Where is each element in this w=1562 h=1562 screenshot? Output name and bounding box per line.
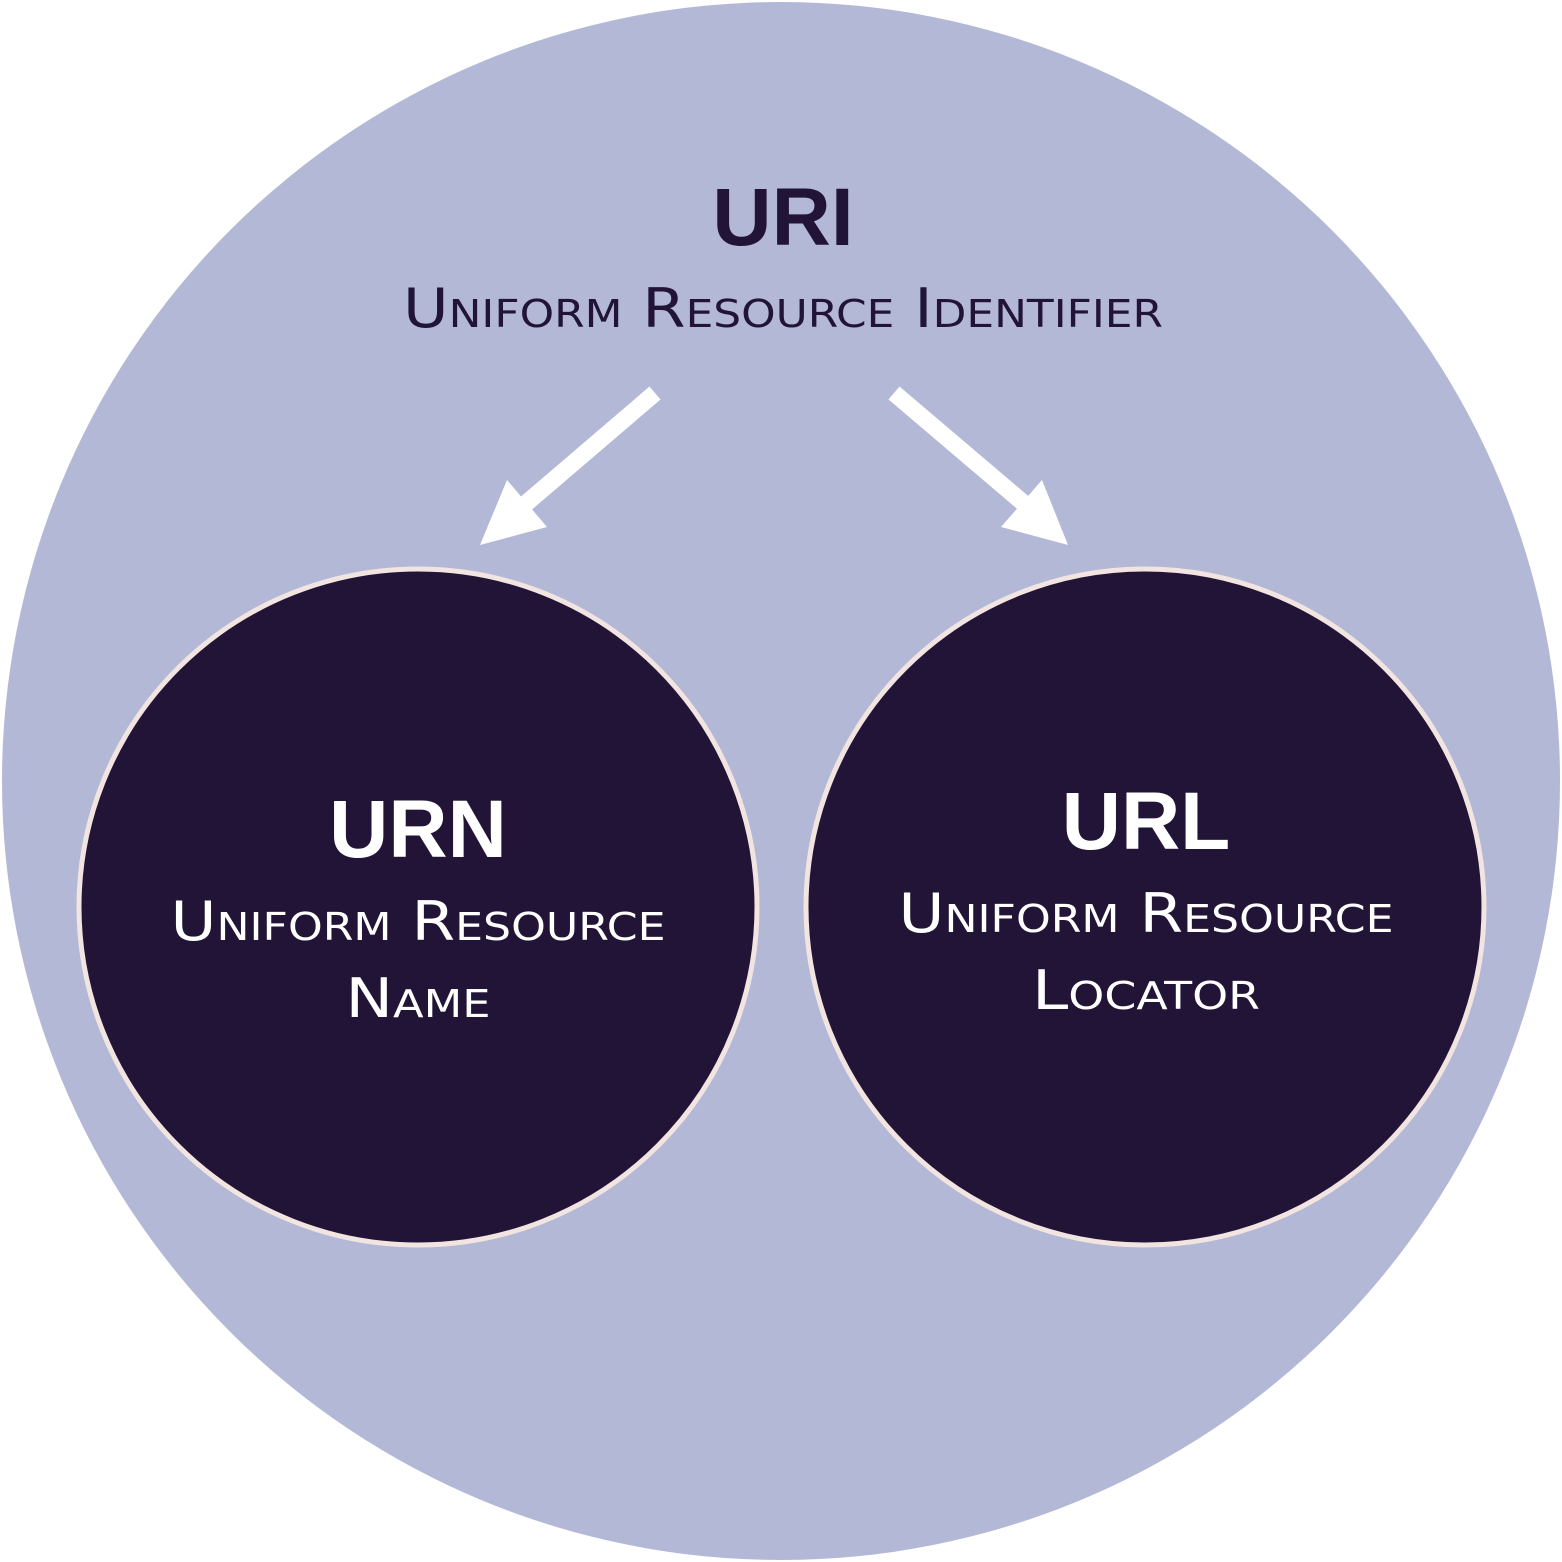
url-abbreviation: URL — [1062, 776, 1231, 867]
urn-full-name-line1: Uniform Resource — [171, 890, 666, 953]
urn-abbreviation: URN — [329, 784, 507, 875]
url-circle: URL Uniform Resource Locator — [803, 566, 1487, 1248]
url-full-name-line1: Uniform Resource — [899, 882, 1394, 945]
uri-full-name: Uniform Resource Identifier — [403, 277, 1163, 340]
urn-circle: URN Uniform Resource Name — [76, 566, 760, 1248]
arrow-down-left-icon — [480, 386, 661, 545]
urn-full-name-line2: Name — [346, 967, 491, 1030]
url-circle-shape — [803, 566, 1487, 1248]
uri-abbreviation: URI — [712, 172, 853, 263]
arrow-down-right-icon — [888, 386, 1068, 545]
urn-circle-shape — [76, 566, 760, 1248]
url-full-name-line2: Locator — [1032, 959, 1260, 1022]
